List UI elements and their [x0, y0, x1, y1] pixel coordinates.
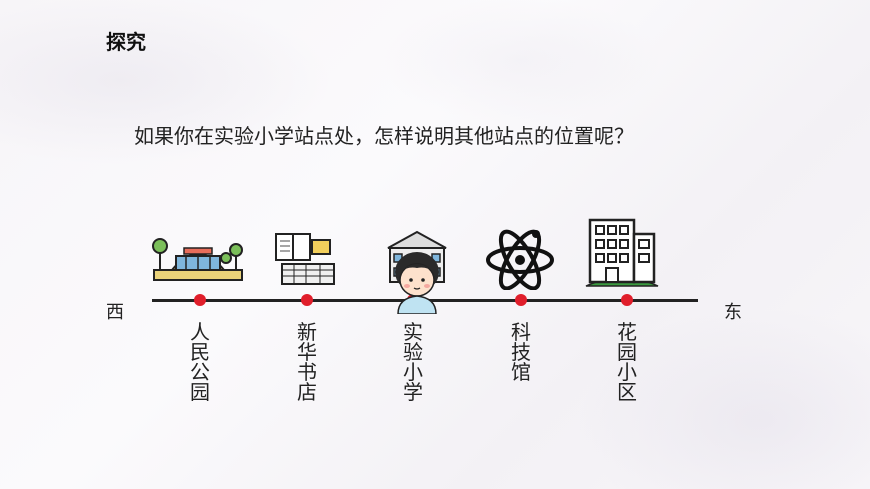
school-icon	[387, 230, 447, 314]
park-icon	[152, 238, 243, 281]
station-dot	[194, 294, 206, 306]
station-label: 人民公园	[190, 320, 210, 404]
west-label: 西	[106, 302, 124, 323]
station-dot	[301, 294, 313, 306]
question-text: 如果你在实验小学站点处，怎样说明其他站点的位置呢？	[134, 124, 634, 148]
station-label: 新华书店	[297, 320, 317, 404]
apartment-icon	[585, 218, 659, 287]
east-label: 东	[724, 302, 742, 323]
station-dot	[515, 294, 527, 306]
station-dot	[621, 294, 633, 306]
atom-icon	[486, 229, 554, 290]
station-label: 科技馆	[511, 320, 531, 384]
page-title: 探究	[106, 30, 146, 54]
bookstore-icon	[275, 233, 335, 285]
station-label: 实验小学	[403, 320, 423, 404]
station-label: 花园小区	[617, 320, 637, 404]
